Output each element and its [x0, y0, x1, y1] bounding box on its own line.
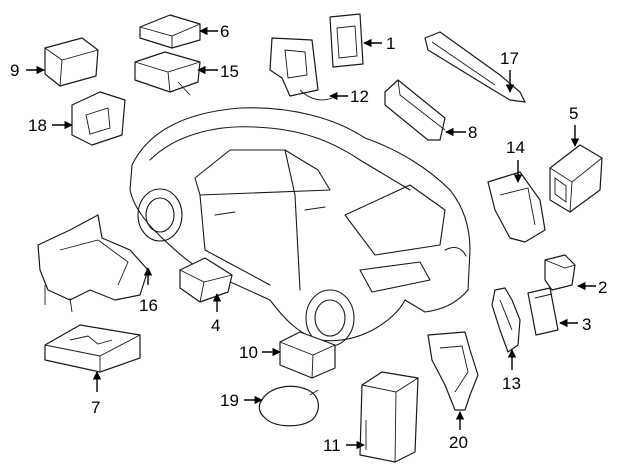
callout-label: 16 — [139, 296, 158, 315]
part-12-bracket — [269, 37, 333, 101]
part-4-module — [179, 257, 233, 303]
part-15-module — [134, 51, 201, 96]
part-7-module — [44, 324, 141, 373]
callout-4: 4 — [211, 293, 222, 335]
callout-label: 13 — [502, 374, 521, 393]
part-2-module — [544, 254, 576, 291]
callout-1: 1 — [363, 34, 395, 53]
callout-8: 8 — [445, 123, 477, 142]
part-5-module — [549, 144, 603, 213]
part-10-module — [279, 331, 336, 379]
callout-20: 20 — [449, 411, 468, 452]
callout-5: 5 — [569, 104, 580, 147]
callout-3: 3 — [559, 315, 591, 334]
callout-9: 9 — [10, 61, 45, 80]
callout-label: 14 — [506, 138, 525, 157]
part-6-module — [139, 14, 201, 49]
callout-label: 10 — [239, 343, 258, 362]
part-9-module — [44, 37, 99, 87]
callout-17: 17 — [500, 49, 519, 93]
part-8-module — [384, 79, 446, 141]
callout-label: 20 — [449, 433, 468, 452]
callout-label: 2 — [598, 278, 607, 297]
callout-label: 8 — [468, 123, 477, 142]
vehicle-outline — [129, 107, 471, 347]
callout-13: 13 — [502, 349, 521, 393]
callout-11: 11 — [323, 436, 365, 455]
callout-label: 5 — [569, 104, 578, 123]
callout-label: 9 — [10, 61, 19, 80]
part-17-rail — [424, 31, 526, 103]
callout-12: 12 — [329, 87, 369, 106]
callout-label: 19 — [220, 391, 239, 410]
callout-15: 15 — [197, 62, 239, 81]
callout-label: 11 — [323, 436, 341, 455]
callout-14: 14 — [506, 138, 525, 183]
part-3-module — [527, 287, 559, 336]
callout-label: 1 — [386, 34, 395, 53]
callout-label: 3 — [582, 315, 591, 334]
callout-label: 12 — [350, 87, 369, 106]
part-13-bracket — [491, 287, 521, 353]
callout-label: 6 — [220, 22, 229, 41]
callout-7: 7 — [91, 371, 102, 417]
part-11-module — [359, 371, 419, 463]
callout-18: 18 — [28, 116, 73, 135]
callout-label: 7 — [91, 398, 100, 417]
callout-19: 19 — [220, 391, 263, 410]
callout-label: 17 — [500, 49, 519, 68]
part-20-bracket — [427, 331, 479, 411]
callout-label: 15 — [220, 62, 239, 81]
callout-16: 16 — [139, 267, 158, 315]
callout-label: 18 — [28, 116, 47, 135]
callout-label: 4 — [211, 316, 220, 335]
part-18-bracket — [71, 91, 126, 146]
part-14-bracket — [487, 171, 546, 243]
callout-2: 2 — [577, 278, 607, 297]
part-19-pad — [258, 385, 319, 427]
callout-10: 10 — [239, 343, 281, 362]
part-1-module — [329, 13, 364, 68]
part-16-bracket — [37, 214, 149, 313]
callout-6: 6 — [199, 22, 229, 41]
